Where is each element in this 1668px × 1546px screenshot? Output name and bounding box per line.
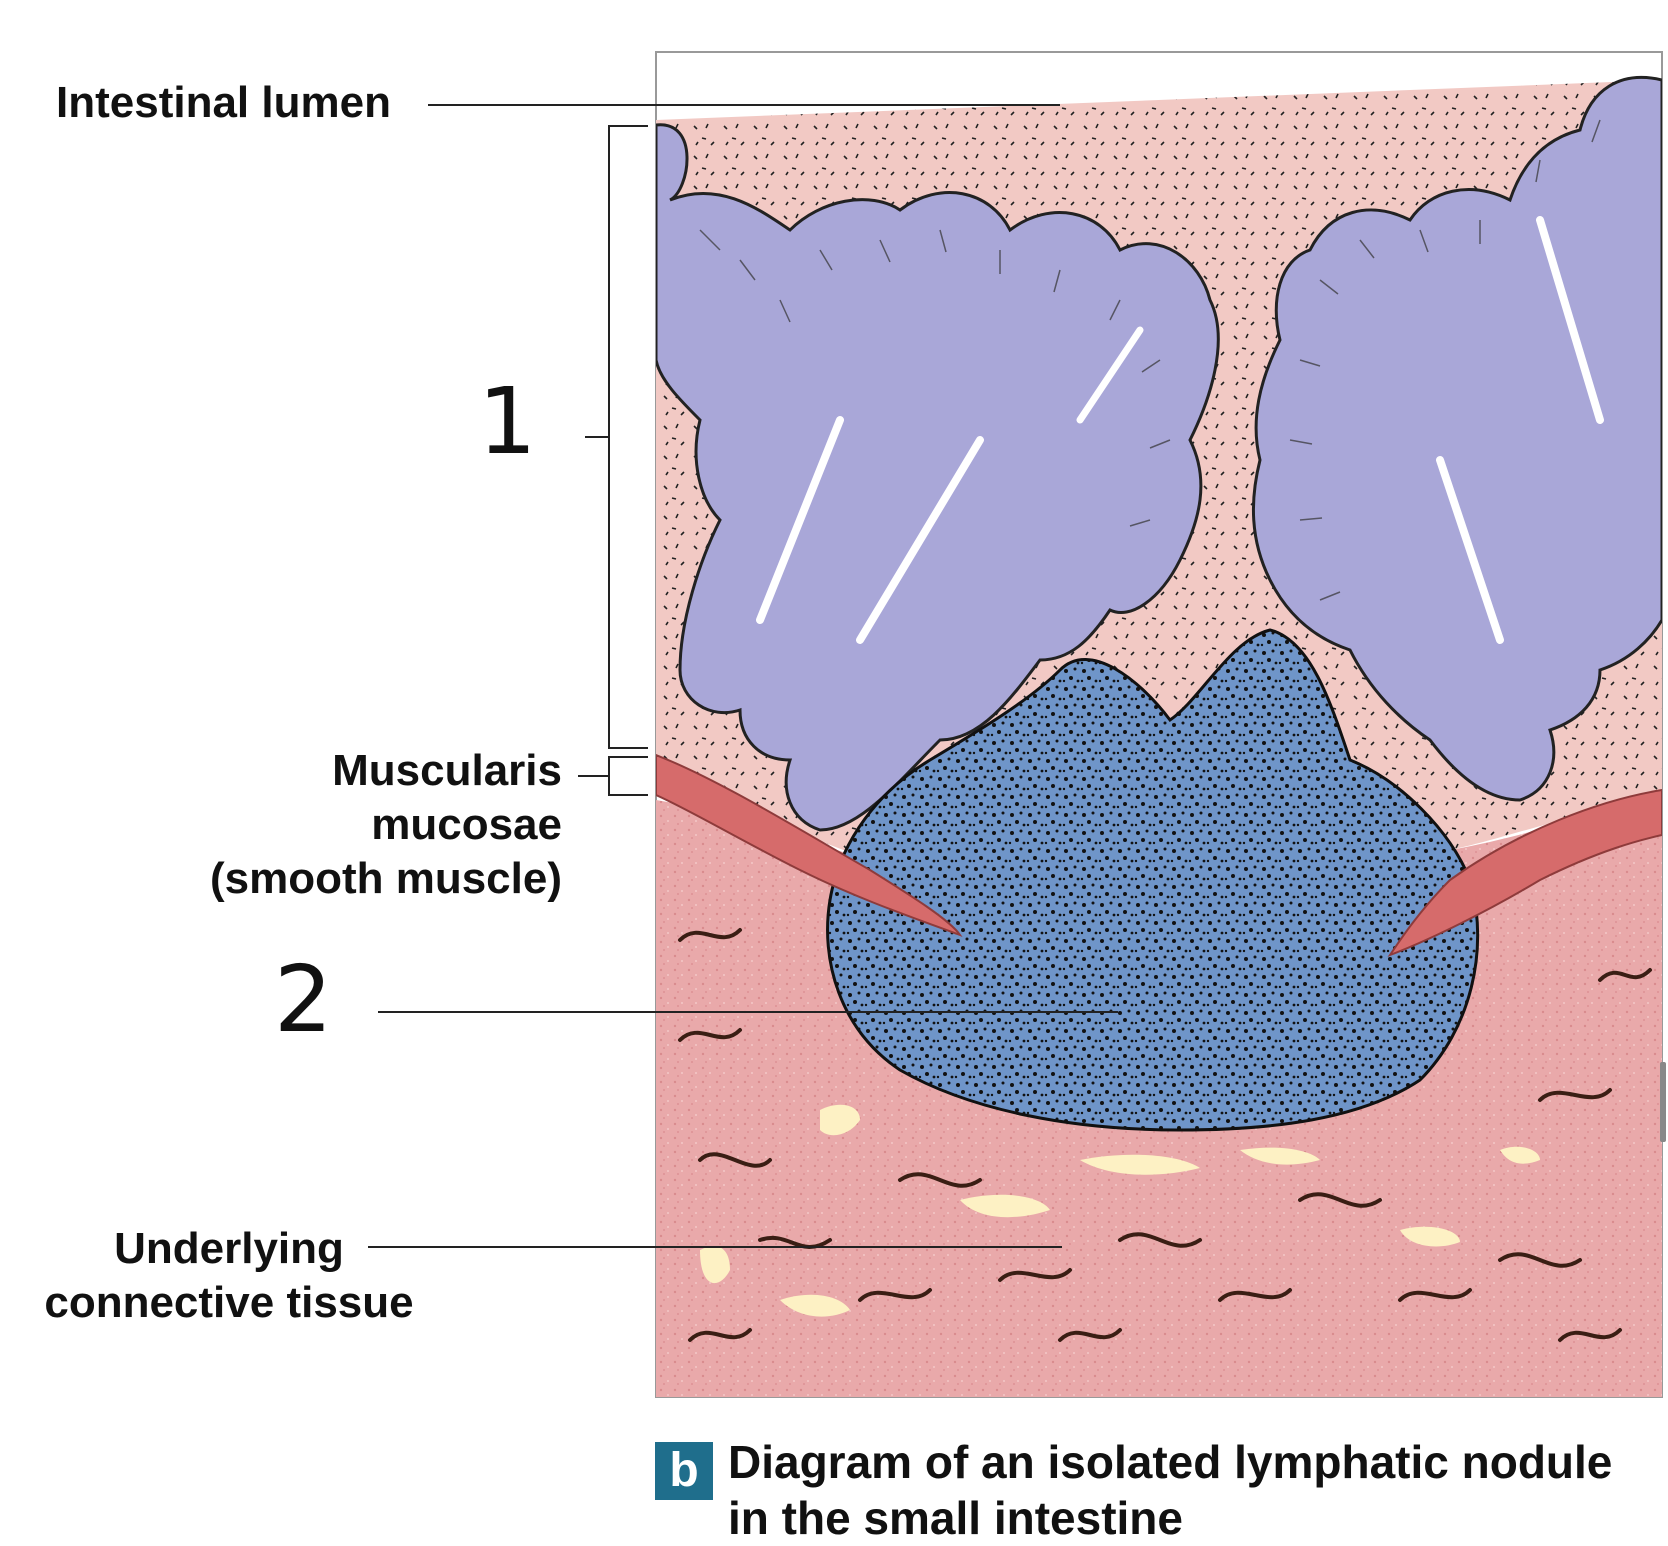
label-muscularis-line2: mucosae bbox=[371, 800, 562, 849]
caption-line2: in the small intestine bbox=[728, 1492, 1183, 1544]
bracket-muscularis-bottom bbox=[608, 794, 648, 796]
bracket-muscularis-top bbox=[608, 756, 648, 758]
leader-underlying bbox=[368, 1246, 1062, 1248]
label-underlying-line1: Underlying bbox=[114, 1224, 344, 1273]
crypt-lumen bbox=[756, 416, 844, 624]
fat-streaks bbox=[700, 1104, 1540, 1317]
label-muscularis-line3: (smooth muscle) bbox=[209, 854, 562, 903]
marker-1: 1 bbox=[478, 368, 537, 475]
leader-intestinal-lumen bbox=[428, 104, 1060, 106]
caption-badge: b bbox=[655, 1442, 713, 1500]
crypt-lumen bbox=[1536, 216, 1604, 424]
muscularis-mucosae-right bbox=[1387, 788, 1662, 958]
caption-text: Diagram of an isolated lymphatic nodule … bbox=[728, 1434, 1658, 1546]
bracket-muscularis-tick bbox=[578, 775, 608, 777]
connective-fibers bbox=[678, 928, 1652, 1342]
muscularis-mucosae-left bbox=[656, 753, 963, 938]
villus-cluster-left bbox=[656, 123, 1220, 832]
crypt-lumen bbox=[1076, 326, 1144, 424]
bracket-1-tick bbox=[585, 436, 609, 438]
crypt-lumen bbox=[1436, 456, 1504, 644]
label-intestinal-lumen: Intestinal lumen bbox=[56, 78, 391, 127]
bracket-muscularis-vertical bbox=[608, 756, 610, 796]
bracket-1-bottom bbox=[608, 747, 648, 749]
label-muscularis-line1: Muscularis bbox=[332, 746, 562, 795]
edge-mark bbox=[1660, 1062, 1666, 1142]
crypt-lumen bbox=[856, 436, 984, 644]
marker-2: 2 bbox=[274, 946, 333, 1053]
villus-cluster-right bbox=[1251, 75, 1662, 802]
caption-line1: Diagram of an isolated lymphatic nodule bbox=[728, 1436, 1613, 1488]
bracket-1-top bbox=[608, 125, 648, 127]
label-muscularis-mucosae: Muscularis mucosae (smooth muscle) bbox=[150, 744, 562, 906]
epithelium-striations bbox=[699, 119, 1601, 601]
label-underlying-connective-tissue: Underlying connective tissue bbox=[24, 1222, 434, 1330]
label-underlying-line2: connective tissue bbox=[44, 1278, 414, 1327]
bracket-1-vertical bbox=[608, 125, 610, 749]
leader-2 bbox=[378, 1011, 1118, 1013]
